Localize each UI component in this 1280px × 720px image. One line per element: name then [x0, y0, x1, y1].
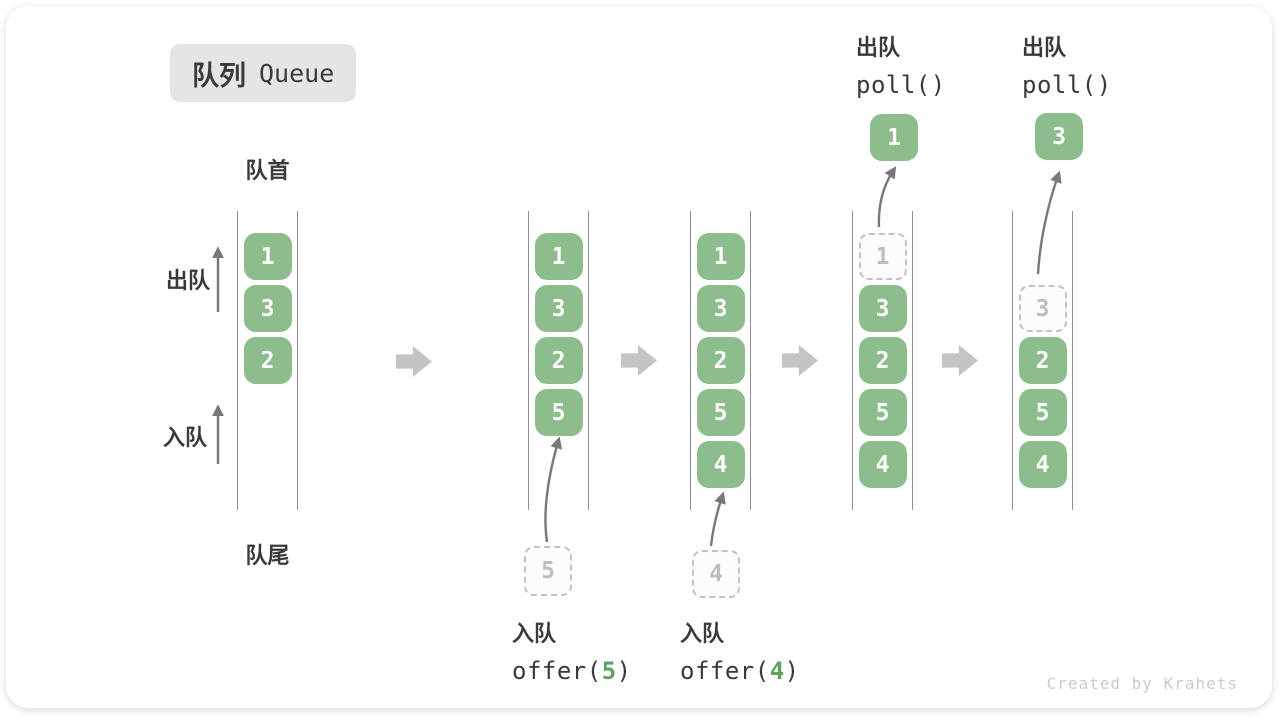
queue-item: 5 [1018, 389, 1067, 436]
queue-item: 1 [534, 233, 583, 280]
poll-operation-1: 出队 poll() [856, 30, 946, 99]
polled-item: 1 [870, 114, 918, 161]
queue-state-2: 1 3 2 5 [528, 211, 589, 510]
code-text: ) [616, 657, 632, 685]
queue-state-4: 1 3 2 5 4 [852, 211, 913, 510]
queue-item: 4 [858, 441, 907, 488]
queue-item: 3 [858, 285, 907, 332]
queue-state-1: 1 3 2 [237, 211, 298, 510]
poll-operation-2: 出队 poll() [1022, 30, 1112, 99]
polled-item: 3 [1035, 113, 1083, 160]
queue-item: 3 [534, 285, 583, 332]
queue-item: 3 [696, 285, 745, 332]
operation-label: 出队 [1022, 35, 1067, 60]
queue-item: 2 [858, 337, 907, 384]
queue-item: 1 [243, 233, 292, 280]
operation-code: offer(5) [512, 657, 632, 685]
queue-item: 2 [1018, 337, 1067, 384]
dequeue-side-label: 出队 [166, 268, 211, 293]
code-text: offer( [512, 657, 602, 685]
operation-label: 出队 [856, 35, 901, 60]
watermark: Created by Krahets [1046, 674, 1238, 693]
operation-code: poll() [856, 71, 946, 99]
queue-item: 1 [696, 233, 745, 280]
queue-item: 4 [1018, 441, 1067, 488]
operation-label: 入队 [512, 621, 557, 646]
incoming-item: 5 [524, 546, 572, 596]
removed-item-slot: 1 [858, 233, 907, 280]
enqueue-operation-4: 入队 offer(4) [680, 616, 800, 685]
queue-item: 5 [534, 389, 583, 436]
queue-item: 3 [243, 285, 292, 332]
code-text: ) [784, 657, 800, 685]
operation-label: 入队 [680, 621, 725, 646]
removed-item-slot: 3 [1018, 285, 1067, 332]
title-badge: 队列 Queue [170, 44, 357, 102]
code-arg: 5 [601, 657, 617, 685]
queue-item: 5 [858, 389, 907, 436]
queue-item: 4 [696, 441, 745, 488]
code-text: offer( [680, 657, 770, 685]
queue-item: 2 [534, 337, 583, 384]
code-arg: 4 [769, 657, 785, 685]
title-en: Queue [259, 58, 335, 88]
queue-state-5: 3 2 5 4 [1012, 211, 1073, 510]
queue-rear-label: 队尾 [245, 543, 290, 568]
queue-front-label: 队首 [245, 158, 290, 183]
enqueue-side-label: 入队 [163, 425, 208, 450]
operation-code: offer(4) [680, 657, 800, 685]
enqueue-operation-5: 入队 offer(5) [512, 616, 632, 685]
queue-state-3: 1 3 2 5 4 [690, 211, 751, 510]
queue-item: 2 [696, 337, 745, 384]
title-zh: 队列 [192, 60, 246, 91]
queue-item: 5 [696, 389, 745, 436]
queue-item: 2 [243, 337, 292, 384]
operation-code: poll() [1022, 71, 1112, 99]
incoming-item: 4 [692, 550, 740, 598]
